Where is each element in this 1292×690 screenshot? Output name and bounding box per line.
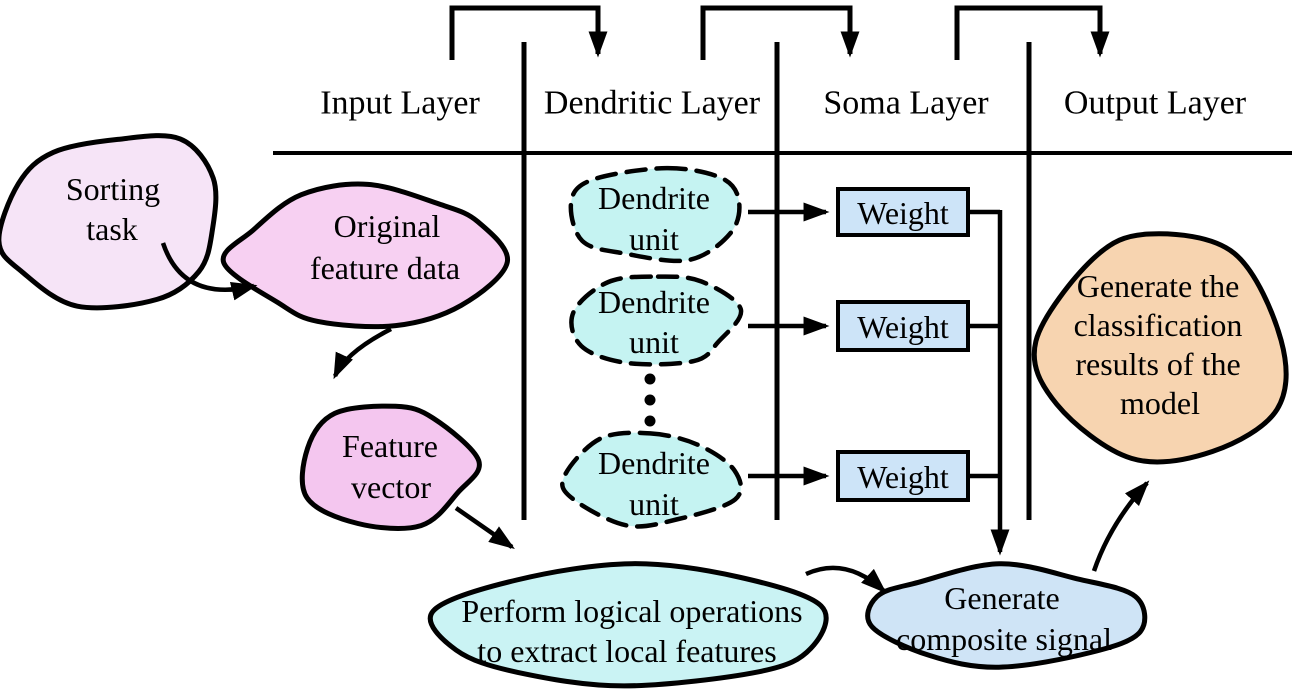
- dendrite-unit-3-shape: [560, 430, 744, 529]
- perform-logic-shape: [427, 561, 829, 689]
- weight-1-label: Weight: [857, 195, 949, 231]
- feature-vector-shape: [299, 403, 482, 531]
- ellipsis-dot-1: [644, 373, 656, 385]
- weight-node-1: Weight: [836, 187, 970, 237]
- feature-vector-label-line2: vector: [351, 469, 431, 505]
- classification-label-line1: Generate the: [1077, 268, 1240, 304]
- original-feature-data-shape: [220, 181, 510, 330]
- classification-label-line3: results of the: [1075, 346, 1240, 382]
- weight-3-label: Weight: [857, 459, 949, 495]
- arrow-feature-vector-to-perform-logic: [454, 506, 515, 550]
- perform-logic-label-line2: to extract local features: [477, 633, 776, 669]
- composite-signal-shape: [865, 561, 1148, 670]
- arrow-input-to-dendritic: [449, 5, 608, 60]
- weight-2-label: Weight: [857, 309, 949, 345]
- perform-logic-label-line1: Perform logical operations: [461, 593, 802, 629]
- original-feature-label-line1: Original: [334, 208, 441, 244]
- arrow-original-to-feature-vector: [332, 326, 393, 380]
- dendrite-unit-3: Dendrite unit: [560, 430, 744, 529]
- sorting-task-node: Sorting task: [0, 133, 219, 311]
- composite-signal-label-line1: Generate: [944, 580, 1059, 616]
- weight-1-box: [836, 187, 970, 237]
- arrow-perform-logic-to-composite-signal: [805, 565, 887, 594]
- dendrite-unit-2-shape: [569, 274, 744, 367]
- layer-title-output: Output Layer: [1064, 85, 1247, 122]
- dendrite-unit-3-label-line1: Dendrite: [598, 445, 710, 481]
- arrow-soma-to-output: [954, 5, 1110, 60]
- feature-vector-label-line1: Feature: [342, 428, 438, 464]
- dendrite-unit-2: Dendrite unit: [569, 274, 744, 367]
- sorting-task-label-line1: Sorting: [66, 171, 160, 207]
- arrow-dendritic-to-soma: [700, 5, 860, 60]
- layer-transition-arrows: [449, 5, 1110, 60]
- original-feature-label-line2: feature data: [310, 250, 460, 286]
- weight-node-3: Weight: [836, 450, 970, 502]
- classification-results-node: Generate the classification results of t…: [1031, 231, 1289, 465]
- layer-title-input: Input Layer: [320, 85, 480, 122]
- dendrite-unit-3-label-line2: unit: [629, 486, 679, 522]
- weight-output-bus: [966, 209, 1010, 556]
- feature-vector-node: Feature vector: [299, 403, 482, 531]
- dendrite-unit-1-label-line1: Dendrite: [598, 180, 710, 216]
- composite-signal-node: Generate composite signal: [865, 561, 1148, 670]
- arrow-composite-signal-to-classification: [1091, 480, 1150, 572]
- weight-node-2: Weight: [836, 300, 970, 352]
- sorting-task-shape: [0, 133, 219, 311]
- perform-logic-node: Perform logical operations to extract lo…: [427, 561, 829, 689]
- dendrite-unit-2-label-line2: unit: [629, 324, 679, 360]
- dendrite-to-weight-arrows: [748, 202, 830, 486]
- dendrite-unit-1: Dendrite unit: [568, 165, 742, 264]
- sorting-task-label-line2: task: [86, 211, 138, 247]
- flow-arrows: [160, 242, 1150, 594]
- ellipsis-dot-3: [644, 415, 656, 427]
- weight-2-box: [836, 300, 970, 352]
- layer-title-dendritic: Dendritic Layer: [544, 85, 761, 122]
- layer-table: Input Layer Dendritic Layer Soma Layer O…: [273, 42, 1292, 520]
- ellipsis-dot-2: [644, 394, 656, 406]
- classification-label-line2: classification: [1074, 307, 1243, 343]
- classification-results-shape: [1031, 231, 1289, 465]
- dendrite-unit-1-label-line2: unit: [629, 221, 679, 257]
- classification-label-line4: model: [1120, 385, 1200, 421]
- dendrite-unit-2-label-line1: Dendrite: [598, 284, 710, 320]
- arrow-sorting-to-original: [160, 242, 258, 301]
- dendrite-unit-1-shape: [568, 165, 742, 264]
- ellipsis-dots: [644, 373, 656, 427]
- layer-title-soma: Soma Layer: [823, 85, 989, 122]
- original-feature-data-node: Original feature data: [220, 181, 510, 330]
- composite-signal-label-line2: composite signal: [896, 621, 1112, 657]
